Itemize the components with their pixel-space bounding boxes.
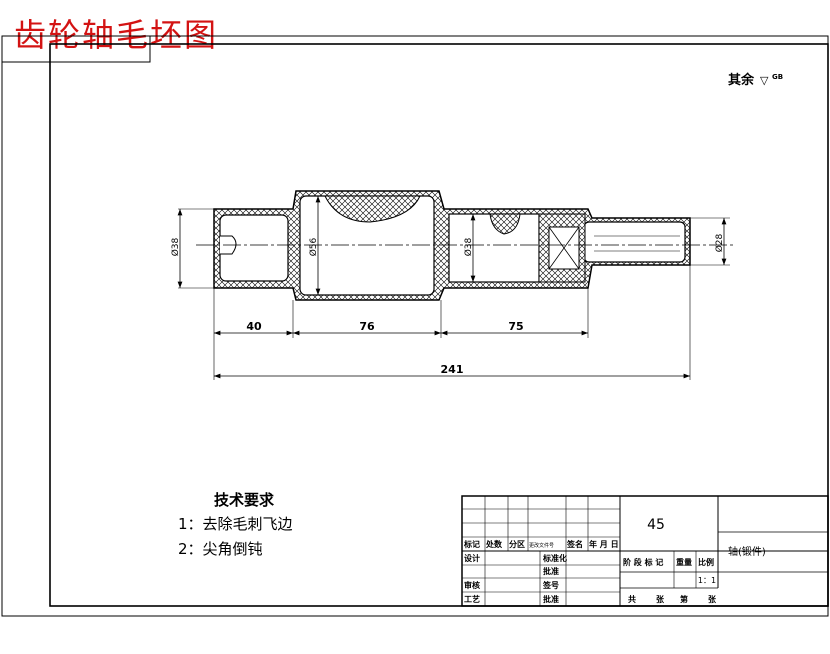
rev-header-6: 年 月 日 [589, 539, 619, 549]
length-label-1: 40 [246, 320, 262, 333]
diameter-label-2: Ø56 [308, 237, 319, 256]
footer-3: 第 [680, 594, 688, 604]
tech-item-1: 1：去除毛刺飞边 [178, 515, 293, 533]
surface-note: 其余 ▽ GB [728, 72, 783, 88]
row-label-process: 工艺 [464, 594, 480, 604]
diameter-dimensions: Ø38 Ø56 Ø38 Ø28 [170, 196, 730, 295]
outer-border [1, 35, 829, 617]
row-label-design: 设计 [464, 553, 480, 563]
roughness-value: GB [772, 73, 783, 81]
tech-heading: 技术要求 [214, 491, 275, 509]
shaft-section [196, 190, 735, 301]
stage-header-3: 比例 [698, 557, 714, 567]
scale-value: 1：1 [698, 576, 716, 585]
tech-item-2: 2：尖角倒钝 [178, 540, 263, 558]
title-block-text: 45 轴(锻件) 1：1 标记 处数 分区 更改文件号 签名 年 月 日 设计 … [463, 517, 766, 604]
stage-header-1: 阶 段 标 记 [623, 557, 663, 567]
tech-requirements: 技术要求 1：去除毛刺飞边 2：尖角倒钝 [178, 491, 293, 558]
footer-1: 共 [628, 594, 636, 604]
surface-note-label: 其余 [728, 72, 755, 88]
diameter-label-1: Ø38 [170, 237, 181, 256]
footer-2: 张 [656, 595, 665, 604]
material-label: 45 [647, 517, 665, 533]
inner-frame [49, 43, 829, 607]
length-label-2: 76 [359, 320, 375, 333]
footer-4: 张 [708, 595, 717, 604]
length-dimensions: 40 76 75 241 [213, 265, 691, 380]
row-label-review: 审核 [464, 580, 480, 590]
rev-header-2: 处数 [485, 539, 503, 549]
rev-header-5: 签名 [566, 539, 583, 549]
title-block [461, 495, 829, 607]
roughness-icon: ▽ [760, 74, 769, 87]
part-name: 轴(锻件) [728, 545, 766, 558]
mid-label-2: 批准 [543, 566, 559, 576]
stage-header-2: 重量 [676, 557, 692, 567]
total-length-label: 241 [441, 363, 464, 376]
rev-header-3: 分区 [509, 539, 525, 549]
title-tab [1, 35, 151, 63]
diameter-label-3: Ø38 [463, 237, 474, 256]
diameter-label-4: Ø28 [714, 233, 725, 252]
rev-header-1: 标记 [463, 539, 480, 549]
length-label-3: 75 [508, 320, 523, 333]
rev-header-4: 更改文件号 [529, 542, 554, 549]
mid-label-4: 批准 [543, 594, 559, 604]
mid-label-3: 签号 [542, 580, 559, 590]
mid-label-1: 标准化 [542, 553, 567, 563]
drawing-title: 齿轮轴毛坯图 [14, 16, 219, 54]
